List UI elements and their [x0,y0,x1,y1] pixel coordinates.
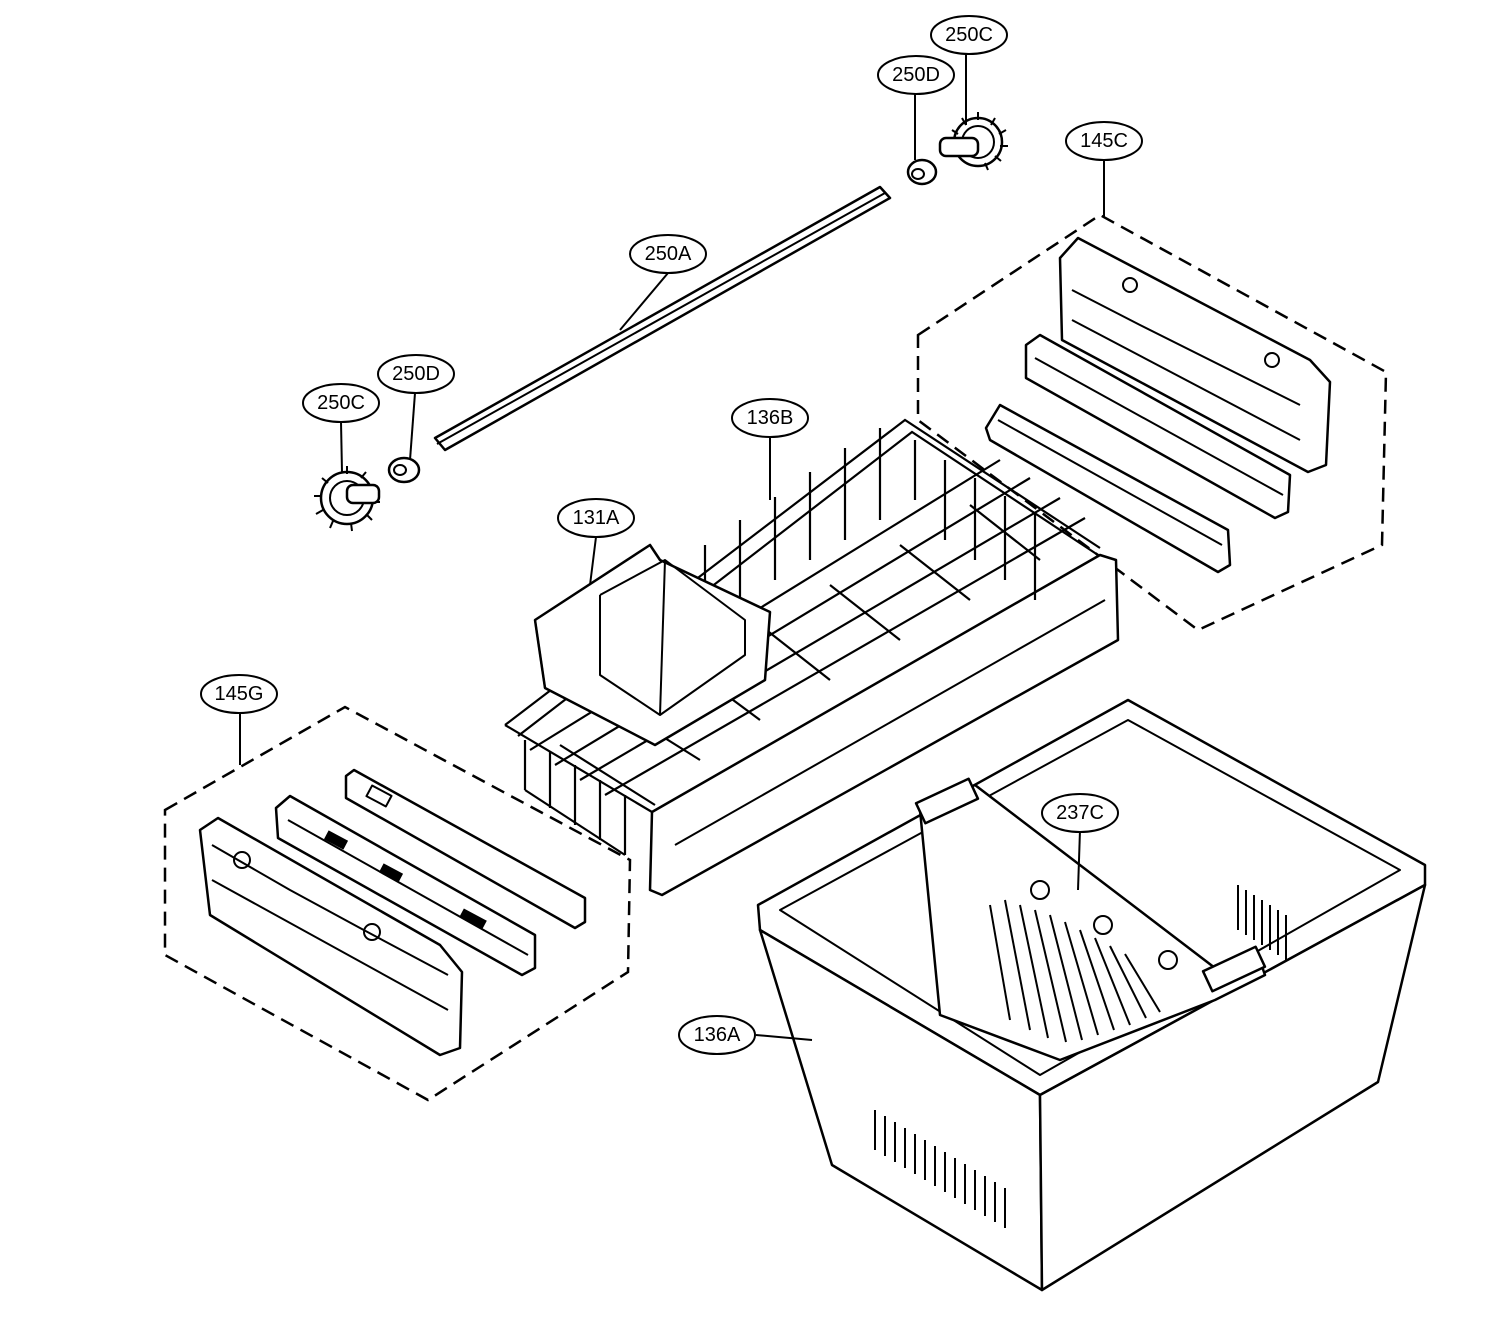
callout-131A: 131A [557,498,635,538]
callout-label: 237C [1056,802,1104,824]
part-145C-rail-assembly [916,213,1388,632]
part-250D-bushing-top [906,158,938,186]
divider-slots [989,899,1161,1043]
callout-label: 250A [645,243,692,265]
callout-145C: 145C [1065,121,1143,161]
callout-label: 131A [573,507,620,529]
part-250C-gear-top [938,112,1008,171]
callout-136A: 136A [678,1015,756,1055]
part-237C-divider [914,777,1267,1062]
part-131A-small-bin [533,543,772,747]
drawer-vents-inner [1237,885,1287,960]
callout-250C-top: 250C [930,15,1008,55]
callout-145G: 145G [200,674,278,714]
basket-side-wires [523,740,627,856]
callout-250D-left: 250D [377,354,455,394]
callout-label: 250D [392,363,440,385]
callout-label: 136A [694,1024,741,1046]
callout-250D-top: 250D [877,55,955,95]
part-145G-rail-assembly [163,705,632,1102]
leader-lines [239,53,1105,1041]
callout-237C: 237C [1041,793,1119,833]
part-136B-wire-basket [504,418,1120,897]
basket-floor-grid [529,459,1086,806]
callout-label: 145G [215,683,264,705]
callout-label: 250D [892,64,940,86]
callout-250A: 250A [629,234,707,274]
callout-250C-left: 250C [302,383,380,423]
part-250D-bushing-left [387,456,421,484]
basket-back-wires [703,428,1037,620]
callout-label: 145C [1080,130,1128,152]
callout-label: 250C [945,24,993,46]
callout-136B: 136B [731,398,809,438]
part-250A-shaft [433,185,892,452]
callout-label: 250C [317,392,365,414]
drawer-vents-front [874,1110,1006,1228]
part-250C-gear-left [314,466,381,532]
callout-label: 136B [747,407,794,429]
